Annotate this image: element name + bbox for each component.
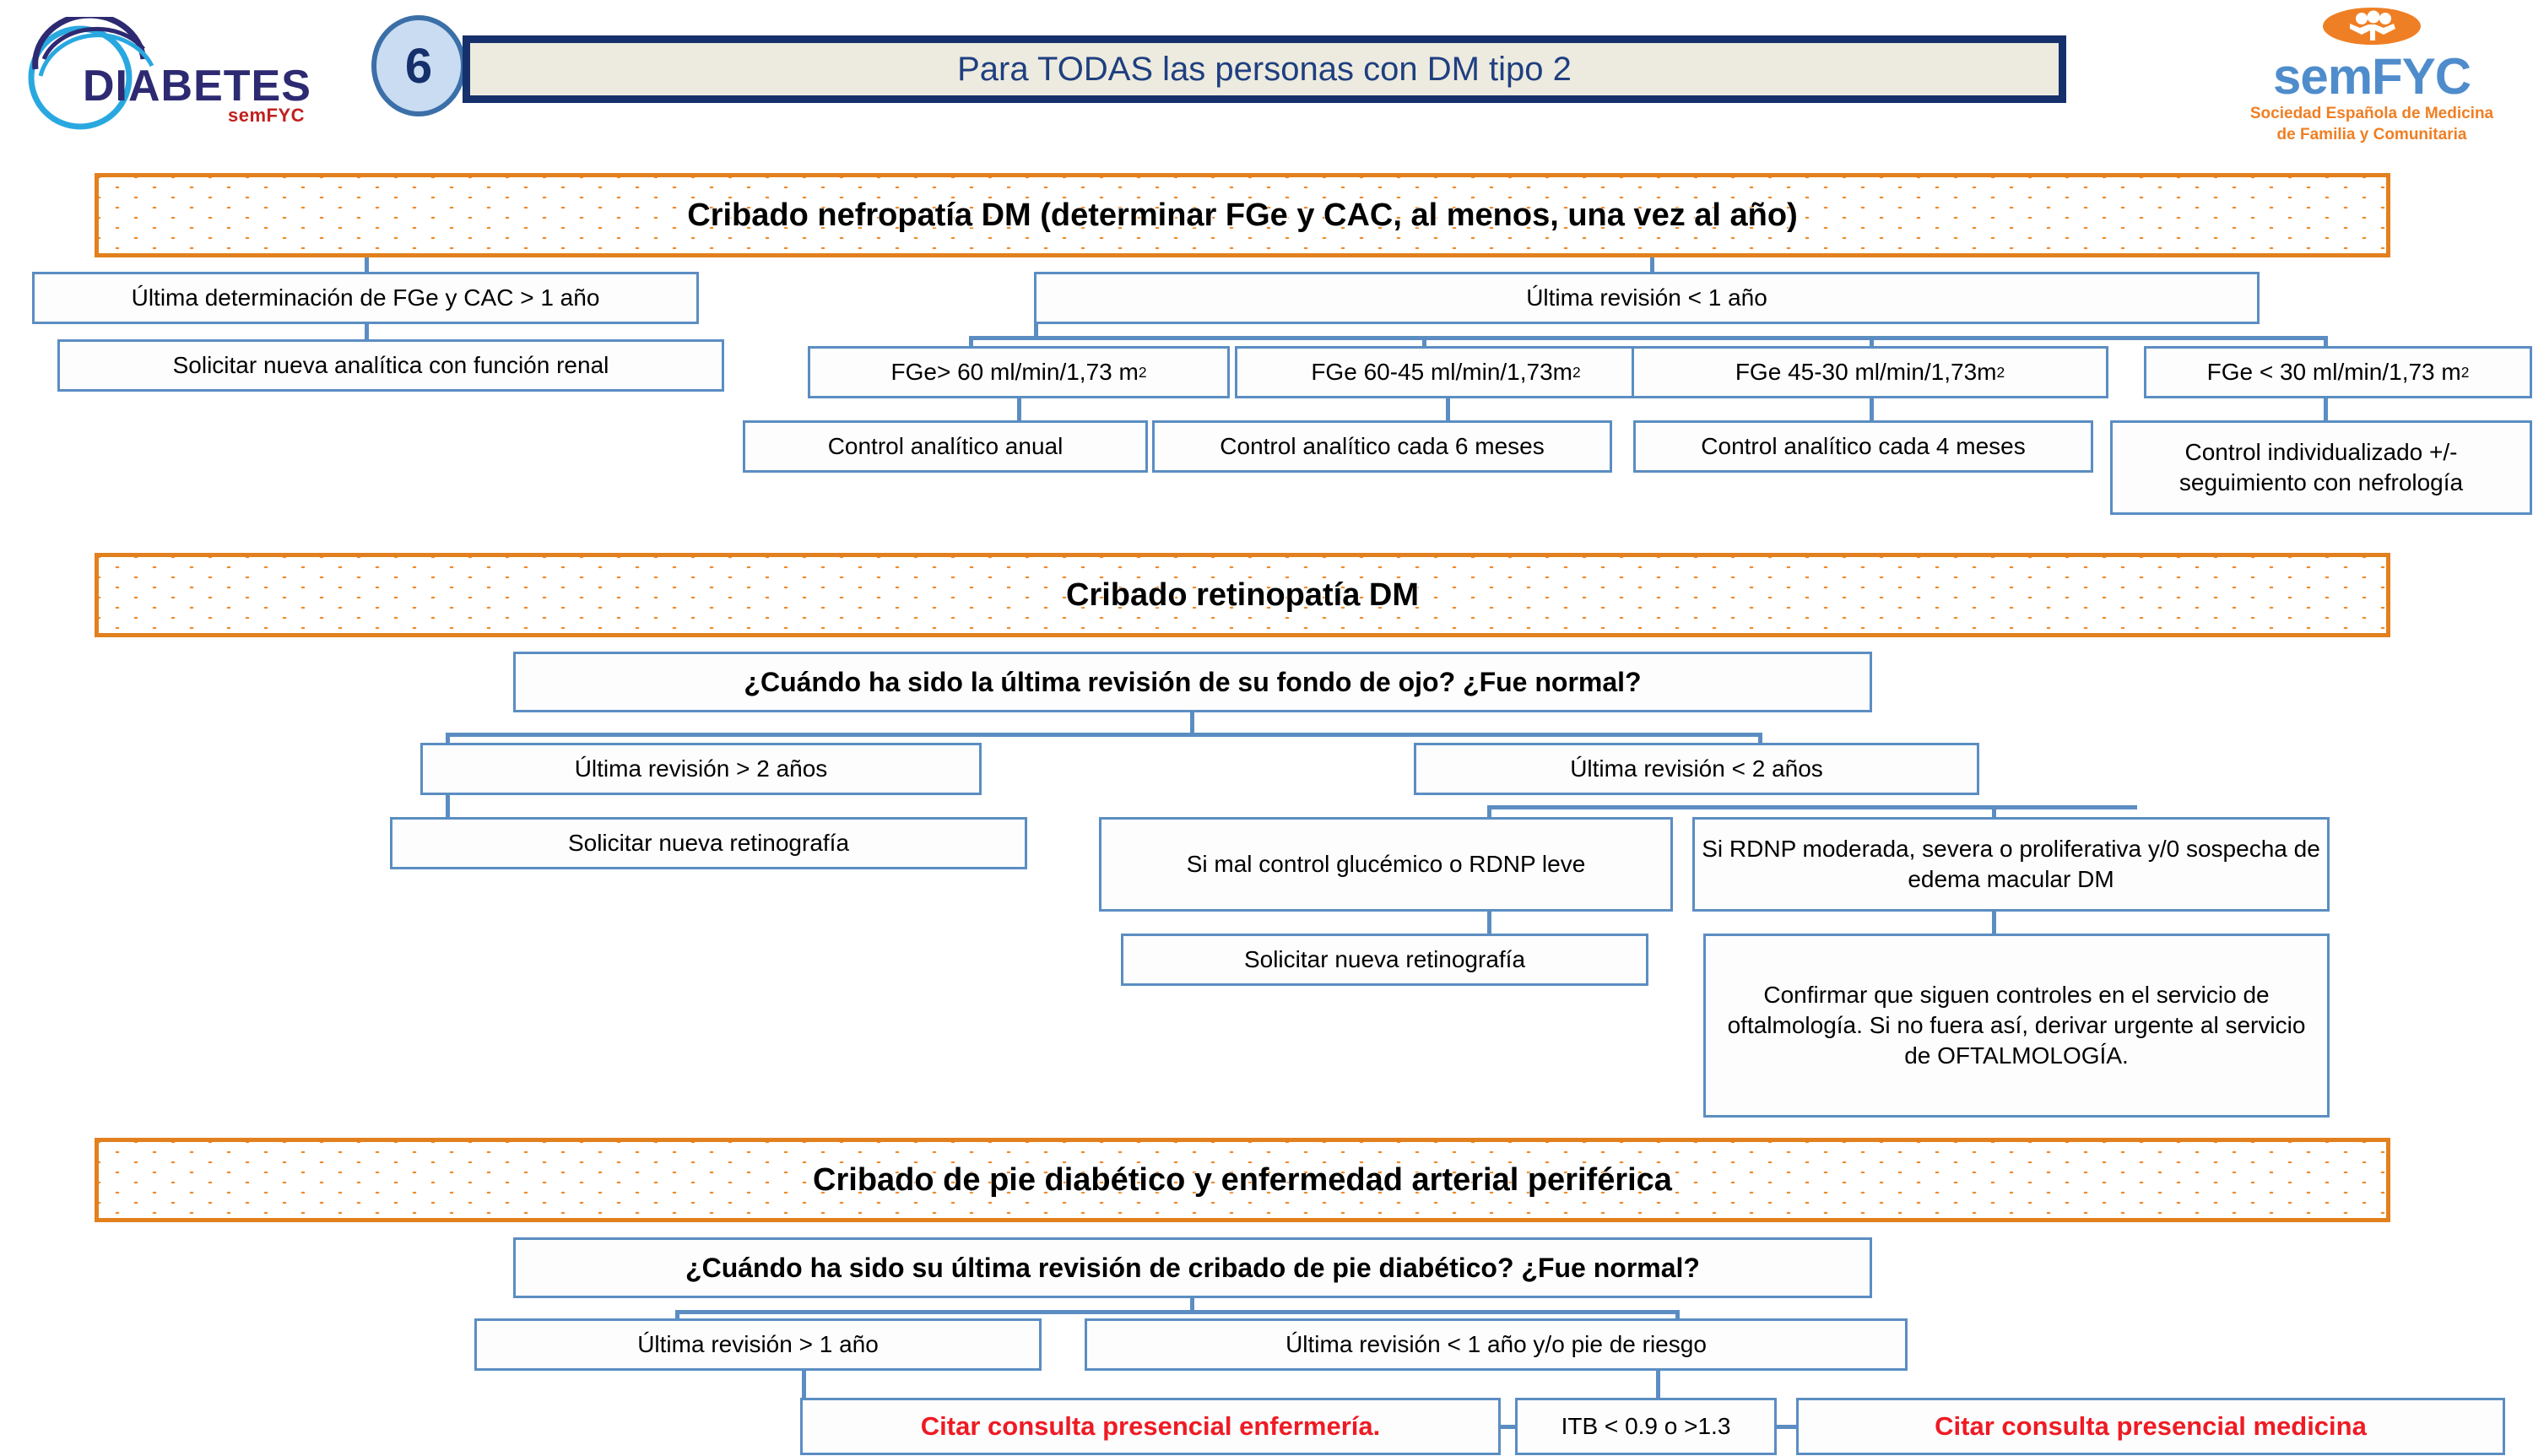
connector-vline [1422, 336, 1426, 351]
semfyc-wordmark: semFYC [2228, 51, 2515, 102]
connector-vline [446, 733, 450, 750]
connector-vline [365, 324, 369, 339]
box-pie-question: ¿Cuándo ha sido su última revisión de cr… [513, 1237, 1872, 1298]
connector-vline [1190, 1298, 1194, 1312]
box-nefro-fge-3-text: FGe 45-30 ml/min/1,73m [1735, 359, 1997, 386]
connector-vline [1446, 398, 1450, 420]
connector-vline [1870, 398, 1874, 420]
connector-hline [675, 1310, 1680, 1314]
box-retino-left-branch: Última revisión > 2 años [420, 743, 982, 795]
connector-vline [1190, 712, 1194, 734]
box-nefro-left-action: Solicitar nueva analítica con función re… [57, 339, 724, 392]
box-nefro-action-3: Control analítico cada 4 meses [1633, 420, 2093, 473]
box-retino-right-action: Confirmar que siguen controles en el ser… [1703, 934, 2330, 1118]
connector-vline [1487, 805, 1491, 822]
box-pie-right-branch: Última revisión < 1 año y/o pie de riesg… [1085, 1318, 1908, 1371]
connector-vline [1487, 912, 1491, 934]
box-nefro-fge-4-text: FGe < 30 ml/min/1,73 m [2206, 359, 2461, 386]
connector-vline [1870, 336, 1874, 351]
connector-vline [1656, 1371, 1660, 1406]
box-nefro-fge-3-sup: 2 [1996, 363, 2005, 381]
connector-hline [1487, 805, 2137, 809]
box-nefro-fge-2-sup: 2 [1572, 363, 1581, 381]
semfyc-word-fyc: FYC [2372, 48, 2471, 105]
box-retino-right-condition: Si RDNP moderada, severa o proliferativa… [1692, 817, 2330, 912]
section-band-retinopatia: Cribado retinopatía DM [95, 553, 2390, 637]
connector-vline [2324, 336, 2328, 351]
box-retino-right-branch: Última revisión < 2 años [1414, 743, 1979, 795]
diabetes-semfyc-logo: DIABETES semFYC [17, 12, 338, 135]
logo-wordmark: DIABETES [83, 62, 311, 111]
box-nefro-fge-1-text: FGe> 60 ml/min/1,73 m [890, 359, 1139, 386]
box-nefro-fge-1-sup: 2 [1138, 363, 1147, 381]
box-pie-left-branch: Última revisión > 1 año [474, 1318, 1042, 1371]
box-nefro-left-branch: Última determinación de FGe y CAC > 1 añ… [32, 272, 699, 324]
box-pie-itb: ITB < 0.9 o >1.3 [1515, 1398, 1777, 1455]
section-number-badge: 6 [371, 15, 466, 116]
connector-vline [1758, 733, 1762, 750]
semfyc-family-oval-icon [2323, 8, 2421, 45]
connector-vline [1992, 805, 1996, 822]
connector-vline [446, 795, 450, 817]
box-nefro-action-2: Control analítico cada 6 meses [1152, 420, 1612, 473]
section-band-nefropatia: Cribado nefropatía DM (determinar FGe y … [95, 173, 2390, 257]
section-band-pie-diabetico-title: Cribado de pie diabético y enfermedad ar… [813, 1161, 1672, 1198]
connector-vline [1992, 912, 1996, 934]
connector-vline [2324, 398, 2328, 420]
box-nefro-fge-2-text: FGe 60-45 ml/min/1,73m [1311, 359, 1572, 386]
box-retino-left-action: Solicitar nueva retinografía [390, 817, 1027, 869]
connector-vline [802, 1371, 806, 1406]
box-retino-question: ¿Cuándo ha sido la última revisión de su… [513, 652, 1872, 712]
connector-vline [1650, 257, 1654, 276]
box-nefro-action-1: Control analítico anual [743, 420, 1148, 473]
connector-vline [675, 1310, 679, 1325]
connector-vline [969, 336, 973, 351]
semfyc-word-sem: sem [2272, 48, 2373, 105]
semfyc-caption-line-2: de Familia y Comunitaria [2276, 125, 2467, 143]
connector-vline [365, 257, 369, 276]
section-band-pie-diabetico: Cribado de pie diabético y enfermedad ar… [95, 1138, 2390, 1222]
box-nefro-fge-4-sup: 2 [2460, 363, 2470, 381]
box-retino-mid-action: Solicitar nueva retinografía [1121, 934, 1648, 986]
page-title-bar: Para TODAS las personas con DM tipo 2 [463, 35, 2066, 103]
semfyc-caption-line-1: Sociedad Española de Medicina [2249, 105, 2494, 122]
connector-hline [969, 336, 2328, 340]
connector-vline [1017, 398, 1021, 420]
box-nefro-right-branch: Última revisión < 1 año [1034, 272, 2260, 324]
connector-vline [1034, 324, 1038, 338]
page-title: Para TODAS las personas con DM tipo 2 [957, 50, 1572, 88]
section-band-nefropatia-title: Cribado nefropatía DM (determinar FGe y … [687, 197, 1798, 233]
connector-vline [1675, 1310, 1680, 1325]
box-nefro-action-4: Control individualizado +/- seguimiento … [2110, 420, 2532, 515]
box-pie-action-doctor: Citar consulta presencial medicina [1796, 1398, 2505, 1455]
connector-hline [1777, 1425, 1799, 1429]
box-pie-action-nurse: Citar consulta presencial enfermería. [800, 1398, 1501, 1455]
semfyc-logo: semFYC Sociedad Española de Medicina de … [2228, 7, 2515, 143]
connector-hline [1501, 1425, 1519, 1429]
box-retino-mid-condition: Si mal control glucémico o RDNP leve [1099, 817, 1673, 912]
logo-sub-wordmark: semFYC [228, 105, 306, 126]
connector-hline [446, 733, 1762, 737]
section-band-retinopatia-title: Cribado retinopatía DM [1065, 576, 1420, 613]
